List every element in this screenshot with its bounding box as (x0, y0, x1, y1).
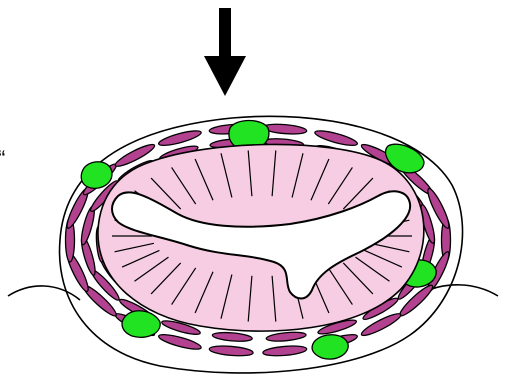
muscle-strip (212, 331, 253, 342)
left-edge-mark: “ (0, 146, 5, 171)
down-arrow-icon (204, 8, 246, 96)
muscle-strip (262, 345, 307, 358)
muscle-strip (209, 345, 254, 358)
muscle-strip (266, 331, 307, 343)
